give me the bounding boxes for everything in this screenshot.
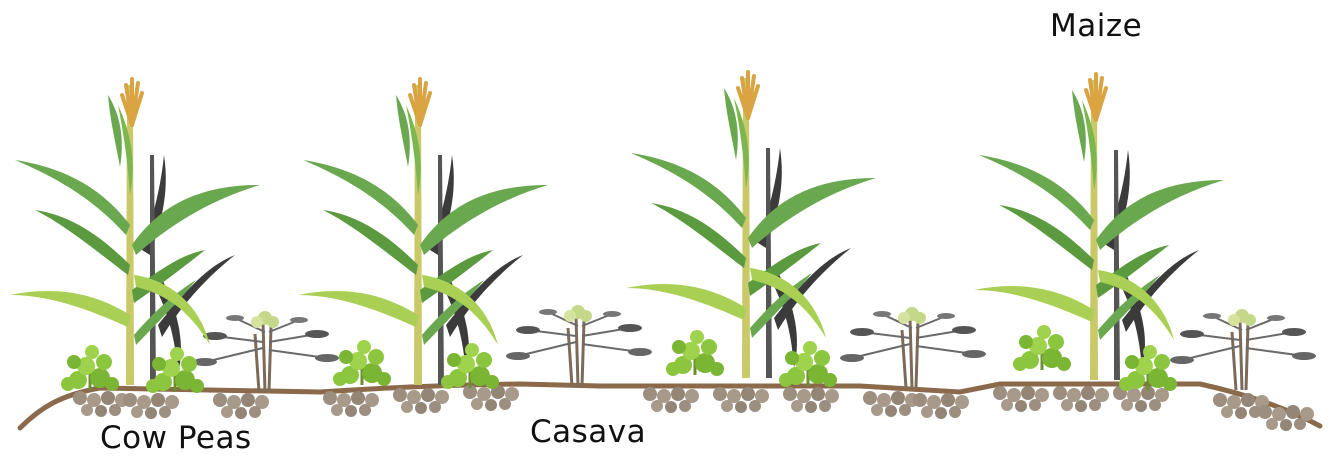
maize-label: Maize xyxy=(1050,8,1142,44)
casava-label: Casava xyxy=(530,414,646,450)
cow-peas-label: Cow Peas xyxy=(100,420,252,456)
